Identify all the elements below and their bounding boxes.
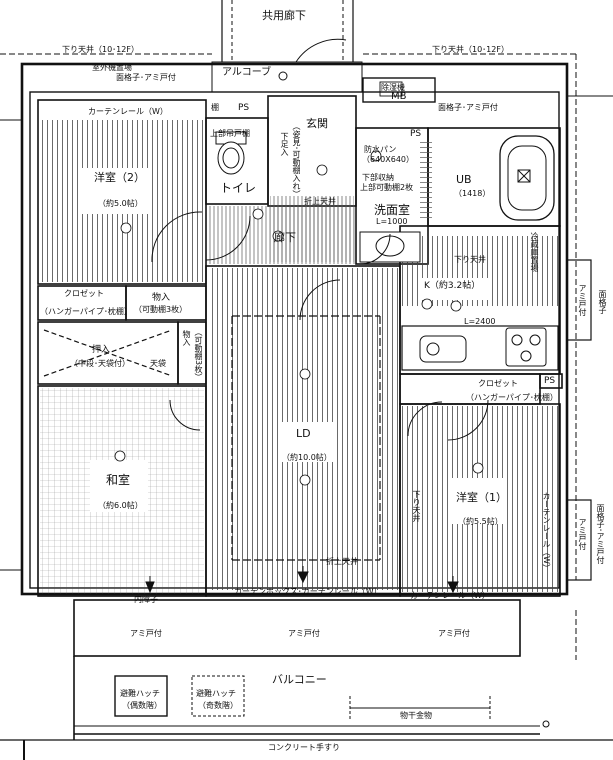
tenbukuro-label: 天袋 bbox=[150, 359, 166, 368]
curtain-rail-w1-label: カーテンレール（W） bbox=[88, 107, 168, 116]
oshiire-note-label: （中段･天袋付） bbox=[70, 359, 130, 368]
inner-shoji-label: 内障子 bbox=[134, 595, 158, 604]
outlet-markers bbox=[114, 150, 484, 486]
oshiire-label: 押入 bbox=[92, 345, 111, 355]
ceiling-kitchen-label: 下り天井 bbox=[454, 255, 486, 264]
shelf-label: 棚 bbox=[211, 103, 219, 112]
waterproof-pan-size-label: （640X640） bbox=[362, 155, 415, 164]
toilet-bowl bbox=[215, 131, 247, 175]
washroom-label: 洗面室 bbox=[374, 203, 411, 217]
side-grille-1-label: 面格子 bbox=[598, 290, 607, 314]
ceiling-lines bbox=[0, 53, 577, 660]
ps-top-label: PS bbox=[238, 103, 250, 113]
shoe-box-label: 下足入 bbox=[280, 132, 289, 156]
balcony-label: バルコニー bbox=[272, 673, 327, 686]
ps-closet-label: PS bbox=[544, 376, 556, 386]
unit-bath-label: UB bbox=[456, 173, 472, 186]
curtain-box-label: カーテンボックス･カーテンレール（W） bbox=[234, 587, 382, 596]
storage-label: 物入 bbox=[152, 293, 171, 303]
western1-size-label: （約5.5帖） bbox=[458, 517, 503, 526]
screen-left-label: アミ戸付 bbox=[130, 629, 162, 638]
screen-mid-label: アミ戸付 bbox=[288, 629, 320, 638]
kitchen-size-label: L=2400 bbox=[464, 317, 496, 326]
side-screen-2-label: アミ戸付 bbox=[578, 518, 587, 550]
side-grille-2-label: 面格子･アミ戸付 bbox=[596, 504, 605, 564]
ld-label: LD bbox=[296, 427, 311, 440]
shoe-box-note-label: （姿見･可動棚入れ） bbox=[292, 122, 301, 198]
concrete-rail-label: コンクリート手すり bbox=[268, 743, 340, 752]
kitchen-label: K（約3.2帖） bbox=[424, 281, 481, 291]
common-corridor-label: 共用廊下 bbox=[262, 9, 306, 22]
outer-walls bbox=[0, 62, 613, 596]
sliding-doors bbox=[38, 315, 560, 597]
meter-box-label: MB bbox=[391, 91, 407, 102]
alcove-area bbox=[211, 61, 436, 103]
western2-name-label: 洋室（2） bbox=[94, 171, 145, 184]
storage-small-note-label: （可動棚3枚） bbox=[194, 328, 203, 382]
ceiling-hall-label: 折上天井 bbox=[304, 197, 336, 206]
upper-shelf-label: 上部可動棚2枚 bbox=[360, 183, 414, 192]
bathtub bbox=[499, 135, 555, 221]
ld-size-label: （約10.0帖） bbox=[282, 453, 332, 462]
western1-name-label: 洋室（1） bbox=[456, 491, 507, 504]
western2-size-label: （約5.0帖） bbox=[98, 199, 143, 208]
hallway-label: 廊下 bbox=[274, 231, 296, 244]
outdoor-unit-label: 室外機置場 bbox=[92, 63, 132, 72]
closet-right-label: クロゼット bbox=[478, 379, 518, 388]
storage-small-label: 物入 bbox=[182, 330, 191, 346]
grille-top-left-label: 面格子･アミ戸付 bbox=[116, 73, 176, 82]
ceiling-down-w1-label: 下り天井 bbox=[412, 490, 421, 522]
ceiling-ld-label: 折上天井 bbox=[326, 557, 358, 566]
closet-right-note-label: （ハンガーパイプ･枕棚） bbox=[466, 393, 558, 402]
washroom-size-label: L=1000 bbox=[376, 217, 408, 226]
alcove-label: アルコーブ bbox=[222, 67, 272, 78]
hatch-even-note-label: （偶数階） bbox=[122, 701, 162, 710]
kitchen-counter bbox=[401, 325, 559, 371]
hatch-even-label: 避難ハッチ bbox=[120, 689, 160, 698]
side-screen-1-label: アミ戸付 bbox=[578, 284, 587, 316]
window-arrows bbox=[145, 566, 459, 594]
closet-left-note-label: （ハンガーパイプ･枕棚） bbox=[40, 307, 132, 316]
meter-box-small-label: 除湿機 bbox=[381, 83, 405, 92]
curtain-rail-side-label: カーテンレール（W） bbox=[542, 492, 551, 572]
lower-storage-label: 下部収納 bbox=[362, 173, 394, 182]
balcony bbox=[0, 599, 613, 760]
entrance-label: 玄関 bbox=[306, 117, 328, 130]
upper-cabinet-label: 上部吊戸棚 bbox=[210, 129, 250, 138]
interior-walls bbox=[37, 95, 563, 597]
hatch-odd-label: 避難ハッチ bbox=[196, 689, 236, 698]
fridge-label: 冷蔵庫置場 bbox=[530, 232, 539, 272]
clothes-hanger-label: 物干金物 bbox=[400, 711, 432, 720]
closet-left-label: クロゼット bbox=[64, 289, 104, 298]
washitsu-size-label: （約6.0帖） bbox=[98, 501, 143, 510]
flooring bbox=[40, 120, 558, 594]
storage-note-label: （可動棚3枚） bbox=[134, 305, 188, 314]
common-corridor bbox=[221, 0, 354, 62]
ceiling-left-label: 下り天井（10･12F） bbox=[62, 45, 139, 54]
hatch-odd-note-label: （奇数階） bbox=[198, 701, 238, 710]
grille-top-right-label: 面格子･アミ戸付 bbox=[438, 103, 498, 112]
door-swings bbox=[151, 38, 489, 441]
waterproof-pan-label: 防水パン bbox=[364, 145, 397, 154]
screen-right-label: アミ戸付 bbox=[438, 629, 470, 638]
ps-wash-label: PS bbox=[410, 129, 422, 139]
washitsu-label: 和室 bbox=[106, 473, 131, 487]
curtain-rail-w2-label: カーテンレール（W） bbox=[410, 591, 490, 600]
toilet-label: トイレ bbox=[220, 181, 257, 195]
ceiling-right-label: 下り天井（10･12F） bbox=[432, 45, 509, 54]
unit-bath-size-label: （1418） bbox=[454, 189, 491, 198]
